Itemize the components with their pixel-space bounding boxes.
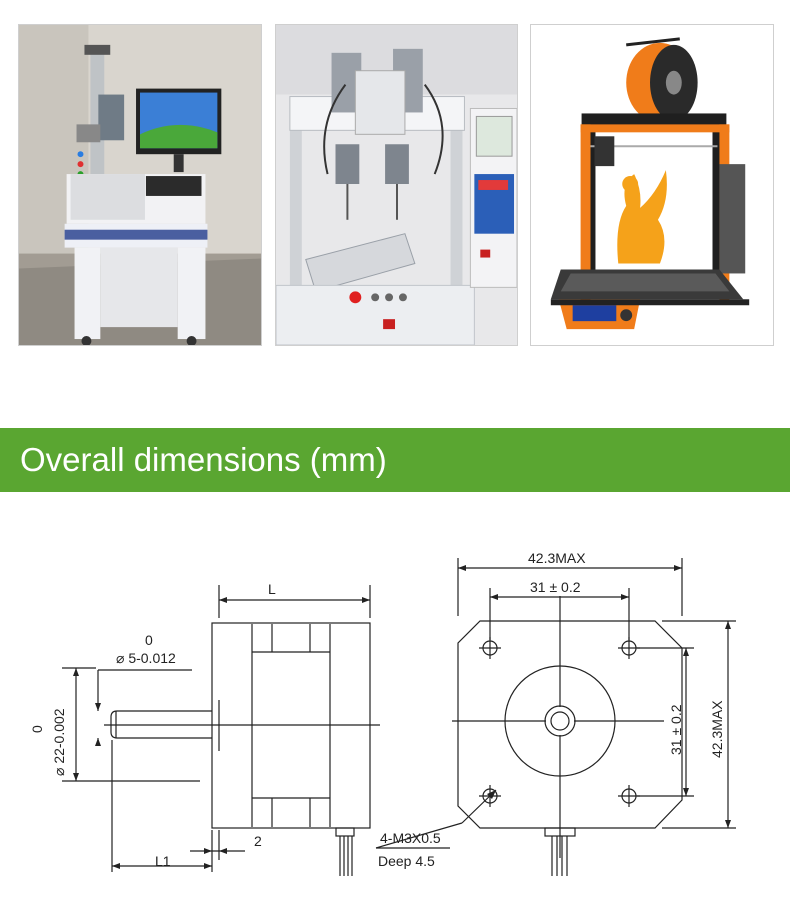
shaft-length-label: L1 — [155, 853, 171, 869]
hole-spacing-vertical-label: 31 ± 0.2 — [668, 704, 684, 755]
section-title: Overall dimensions (mm) — [20, 441, 387, 478]
boss-diameter-label: ⌀ 22-0.002 — [51, 708, 67, 776]
3d-printer-photo — [530, 24, 774, 346]
length-label: L — [268, 581, 276, 597]
height-max-label: 42.3MAX — [709, 700, 725, 758]
section-banner: Overall dimensions (mm) — [0, 428, 790, 492]
laser-marking-machine-photo — [18, 24, 262, 346]
motor-dimension-drawing: L 0 ⌀ 5-0.012 0 ⌀ 22-0.002 2 L1 42.3MAX … — [29, 550, 736, 876]
boss-tolerance-upper: 0 — [29, 725, 45, 733]
width-max-label: 42.3MAX — [528, 550, 586, 566]
soldering-robot-photo — [275, 24, 518, 346]
front-face-outline — [457, 620, 683, 829]
shaft-diameter-label: ⌀ 5-0.012 — [116, 650, 176, 666]
thread-depth-label: Deep 4.5 — [378, 853, 435, 869]
thread-spec-label: 4-M3X0.5 — [380, 830, 441, 846]
boss-height-label: 2 — [254, 833, 262, 849]
hole-spacing-horizontal-label: 31 ± 0.2 — [530, 579, 581, 595]
shaft-tolerance-upper: 0 — [145, 632, 153, 648]
